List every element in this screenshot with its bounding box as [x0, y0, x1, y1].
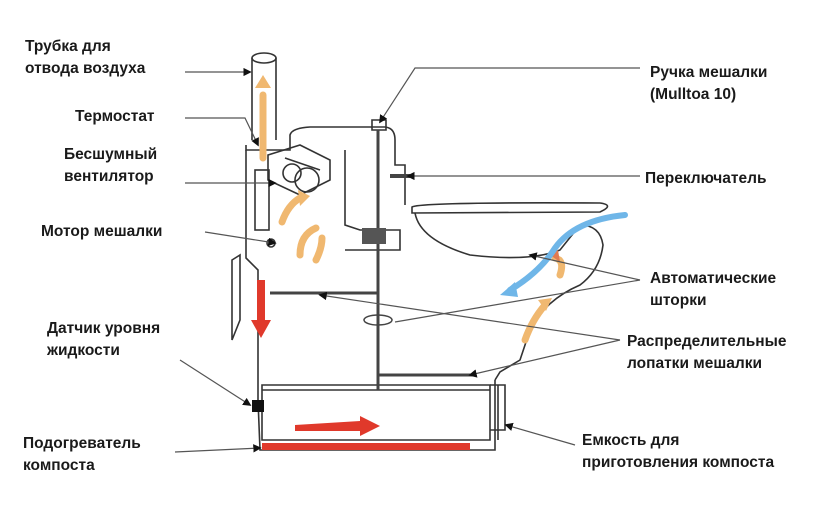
warm-air-fan-arrow [278, 194, 304, 226]
mixer-motor-box [362, 228, 386, 244]
warm-air-flow [255, 75, 566, 344]
pointer-heater [174, 444, 262, 453]
fresh-air-arrow [507, 212, 628, 293]
heat-arrow-right [295, 416, 380, 436]
label-mixer-motor: Мотор мешалки [41, 223, 163, 240]
warm-air-bowl-arrow [521, 301, 549, 344]
fresh-air-flow [500, 212, 628, 297]
heater-bar [262, 443, 470, 450]
pointer-paddles-1 [318, 291, 621, 341]
heat-arrow-down [251, 280, 271, 338]
pointer-thermostat [185, 117, 259, 147]
mixer-rotation [363, 314, 393, 326]
pointer-shutters-1 [528, 252, 641, 281]
fan [282, 157, 321, 193]
pointer-level-sensor [179, 359, 252, 406]
heat-flow [251, 280, 470, 450]
label-switch: Переключатель [645, 170, 767, 187]
label-mixer-handle: Ручка мешалки(Mulltoa 10) [650, 64, 768, 103]
pointer-handle [379, 67, 640, 124]
label-thermostat: Термостат [75, 108, 155, 125]
pointer-paddles-2 [468, 339, 621, 378]
warm-air-lower-arrow [296, 224, 320, 259]
pointer-motor [204, 231, 277, 247]
pointer-container [504, 422, 576, 446]
pointer-lines [174, 67, 641, 453]
pointer-shutters-2 [394, 279, 641, 323]
level-sensor-box [252, 400, 264, 412]
air-pipe [251, 58, 277, 140]
